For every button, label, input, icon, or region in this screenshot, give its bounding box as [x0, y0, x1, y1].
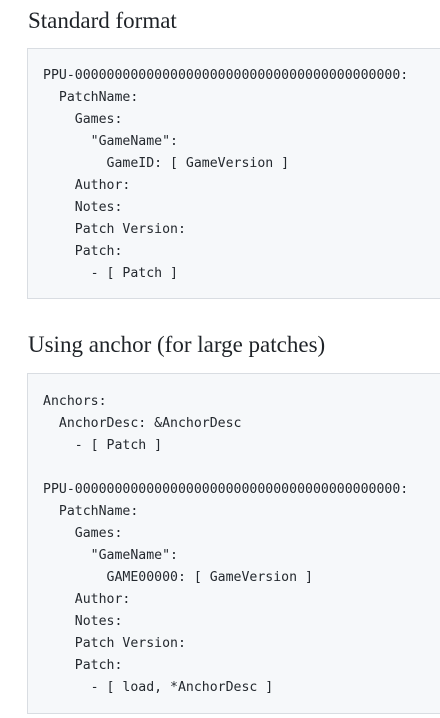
code-line: PatchName: [43, 90, 139, 105]
code-block-using-anchor: Anchors: AnchorDesc: &AnchorDesc - [ Pat… [27, 373, 440, 714]
code-line: - [ Patch ] [43, 438, 163, 453]
code-line: - [ load, *AnchorDesc ] [43, 680, 274, 695]
code-line: PPU-000000000000000000000000000000000000… [43, 68, 409, 83]
code-line: Patch Version: [43, 222, 186, 237]
code-line: Author: [43, 592, 131, 607]
code-line: PatchName: [43, 504, 139, 519]
code-lines: Anchors: AnchorDesc: &AnchorDesc - [ Pat… [43, 391, 408, 699]
code-line: "GameName": [43, 134, 178, 149]
code-line: AnchorDesc: &AnchorDesc [43, 416, 242, 431]
code-lines: PPU-000000000000000000000000000000000000… [43, 65, 408, 285]
code-block-standard-format: PPU-000000000000000000000000000000000000… [27, 48, 440, 299]
section-heading-standard-format: Standard format [28, 8, 177, 33]
code-line-blank [43, 457, 408, 479]
code-line: Author: [43, 178, 131, 193]
code-line: Games: [43, 526, 123, 541]
code-line: Notes: [43, 200, 123, 215]
code-line: GameID: [ GameVersion ] [43, 156, 290, 171]
code-line: "GameName": [43, 548, 178, 563]
code-line: - [ Patch ] [43, 266, 178, 281]
code-line: Patch: [43, 244, 123, 259]
code-line: PPU-000000000000000000000000000000000000… [43, 482, 409, 497]
code-line: Patch: [43, 658, 123, 673]
code-line: Anchors: [43, 394, 107, 409]
section-heading-using-anchor: Using anchor (for large patches) [28, 332, 326, 357]
code-line: Patch Version: [43, 636, 186, 651]
code-line: Notes: [43, 614, 123, 629]
code-line: GAME00000: [ GameVersion ] [43, 570, 313, 585]
code-line: Games: [43, 112, 123, 127]
